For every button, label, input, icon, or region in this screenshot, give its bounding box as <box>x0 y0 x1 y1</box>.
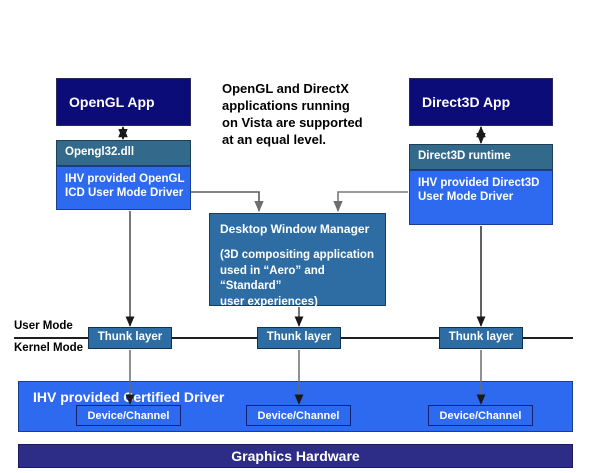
direct3d-app-box: Direct3D App <box>409 78 553 126</box>
graphics-hardware-box: Graphics Hardware <box>18 444 573 468</box>
dwm-sub-line-1: (3D compositing application <box>220 249 374 262</box>
connector-direct3d-umd-to-dwm <box>333 191 408 212</box>
opengl-icd-umd-line-2: ICD User Mode Driver <box>65 186 184 199</box>
direct3d-umd-line-2: User Mode Driver <box>418 190 514 203</box>
device-channel-3-label: Device/Channel <box>439 409 522 422</box>
thunk-layer-dwm-label: Thunk layer <box>266 331 332 344</box>
direct3d-umd-line-1: IHV provided Direct3D <box>418 177 540 189</box>
opengl-icd-umd-line-1: IHV provided OpenGL <box>65 173 185 185</box>
direct3d-app-label: Direct3D App <box>422 93 511 110</box>
opengl-app-box: OpenGL App <box>56 78 191 126</box>
thunk-layer-direct3d-label: Thunk layer <box>448 331 514 344</box>
opengl-icd-umd-box: IHV provided OpenGL ICD User Mode Driver <box>56 166 191 210</box>
thunk-layer-opengl: Thunk layer <box>88 327 172 349</box>
callout-note-line-3: on Vista are supported <box>222 115 363 131</box>
graphics-hardware-label: Graphics Hardware <box>231 447 360 464</box>
opengl32-dll-box: Opengl32.dll <box>56 140 191 166</box>
callout-note: OpenGL and DirectX applications running … <box>222 80 397 149</box>
dwm-sub-line-3: user experiences) <box>220 295 318 308</box>
thunk-layer-direct3d: Thunk layer <box>439 327 523 349</box>
dwm-sub-line-2: used in “Aero” and “Standard” <box>220 264 325 293</box>
device-channel-2-label: Device/Channel <box>257 409 340 422</box>
thunk-layer-dwm: Thunk layer <box>257 327 341 349</box>
dwm-title: Desktop Window Manager <box>220 222 370 236</box>
direct3d-runtime-label: Direct3D runtime <box>418 150 511 163</box>
certified-driver-label: IHV provided Certified Driver <box>33 389 225 405</box>
kernel-mode-label: Kernel Mode <box>14 342 84 354</box>
opengl32-dll-label: Opengl32.dll <box>65 146 135 159</box>
desktop-window-manager-box: Desktop Window Manager (3D compositing a… <box>209 213 386 308</box>
direct3d-umd-box: IHV provided Direct3D User Mode Driver <box>409 170 553 225</box>
connector-opengl-umd-to-dwm <box>191 191 264 212</box>
callout-note-line-2: applications running <box>222 98 350 114</box>
device-channel-1: Device/Channel <box>76 405 181 426</box>
callout-note-line-4: at an equal level. <box>222 132 327 148</box>
thunk-layer-opengl-label: Thunk layer <box>97 331 163 344</box>
device-channel-2: Device/Channel <box>246 405 351 426</box>
opengl-app-label: OpenGL App <box>69 93 155 110</box>
user-mode-label: User Mode <box>14 320 73 332</box>
device-channel-1-label: Device/Channel <box>87 409 170 422</box>
direct3d-runtime-box: Direct3D runtime <box>409 144 553 170</box>
device-channel-3: Device/Channel <box>428 405 533 426</box>
callout-note-line-1: OpenGL and DirectX <box>222 81 349 96</box>
